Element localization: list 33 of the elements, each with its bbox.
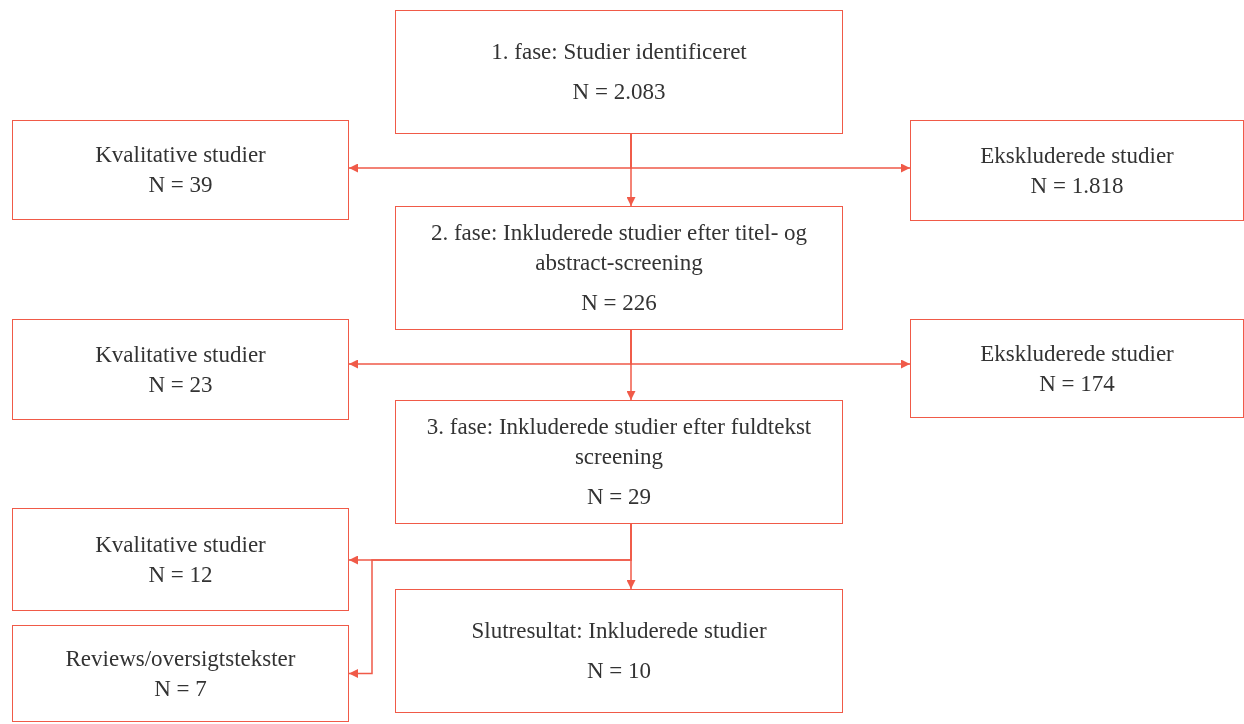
count-text: N = 29 bbox=[586, 482, 652, 511]
arrow bbox=[630, 133, 911, 173]
process-box bbox=[395, 400, 843, 524]
process-box bbox=[910, 120, 1244, 221]
box-title: 3. fase: Inkluderede studier efter fuldtekst screening bbox=[425, 413, 813, 472]
box-title: Ekskluderede studier bbox=[980, 339, 1174, 368]
process-box bbox=[395, 206, 843, 330]
count-text: N = 23 bbox=[148, 370, 213, 399]
box-title: Reviews/oversigtstekster bbox=[65, 644, 296, 673]
count-text: N = 10 bbox=[586, 657, 652, 685]
process-box bbox=[12, 319, 349, 420]
box-title: 1. fase: Studier identificeret bbox=[491, 38, 747, 67]
box-title: Kvalitative studier bbox=[95, 530, 266, 559]
count-text: N = 174 bbox=[1039, 369, 1115, 398]
process-box bbox=[395, 589, 843, 713]
count-text: N = 7 bbox=[154, 674, 207, 703]
process-box bbox=[12, 625, 349, 722]
count-text: N = 2.083 bbox=[572, 78, 666, 106]
arrow bbox=[348, 523, 632, 678]
box-title: Kvalitative studier bbox=[95, 340, 266, 369]
process-box bbox=[12, 120, 349, 220]
process-box bbox=[12, 508, 349, 611]
count-text: N = 1.818 bbox=[1030, 171, 1124, 200]
process-box bbox=[395, 10, 843, 134]
box-title: Ekskluderede studier bbox=[980, 141, 1174, 170]
box-title: 2. fase: Inkluderede studier efter titel- og abstract-screening bbox=[429, 219, 809, 278]
box-title: Slutresultat: Inkluderede studier bbox=[471, 617, 767, 646]
count-text: N = 39 bbox=[148, 171, 213, 199]
count-text: N = 12 bbox=[148, 560, 213, 589]
process-box bbox=[910, 319, 1244, 418]
count-text: N = 226 bbox=[581, 288, 657, 317]
box-title: Kvalitative studier bbox=[95, 141, 266, 170]
arrow bbox=[630, 329, 911, 369]
